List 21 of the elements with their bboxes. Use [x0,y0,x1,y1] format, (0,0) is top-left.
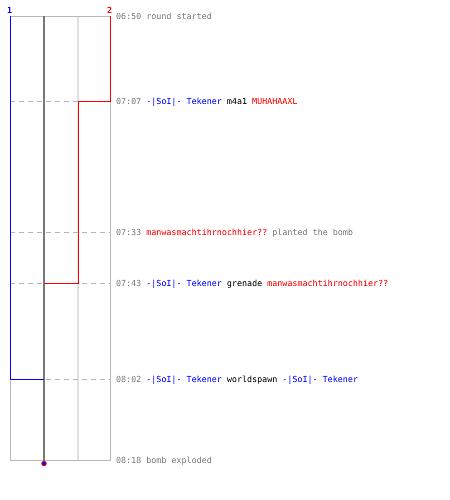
event-text: planted the bomb [272,226,353,238]
player-name: -|SoI|- Tekener [146,277,222,289]
weapon-name: m4a1 [226,95,248,107]
player-name: manwasmachtihrnochhier?? [267,277,388,289]
weapon-name: grenade [226,277,262,289]
timestamp: 08:02 [116,373,142,385]
timestamp: 06:50 [116,10,142,22]
weapon-name: worldspawn [226,373,278,385]
player-name: -|SoI|- Tekener [146,95,222,107]
player-name: -|SoI|- Tekener [146,373,222,385]
timestamp: 08:18 [116,454,142,466]
event-text: bomb exploded [146,454,212,466]
player-name: MUHAHAAXL [252,95,298,107]
event-text: round started [146,10,212,22]
timestamp: 07:33 [116,226,142,238]
player-name: manwasmachtihrnochhier?? [146,226,268,238]
team-number: 2 [107,5,112,15]
player-name: -|SoI|- Tekener [282,373,358,385]
timestamp: 07:43 [116,277,142,289]
team-number: 1 [7,5,12,15]
timestamp: 07:07 [116,95,142,107]
